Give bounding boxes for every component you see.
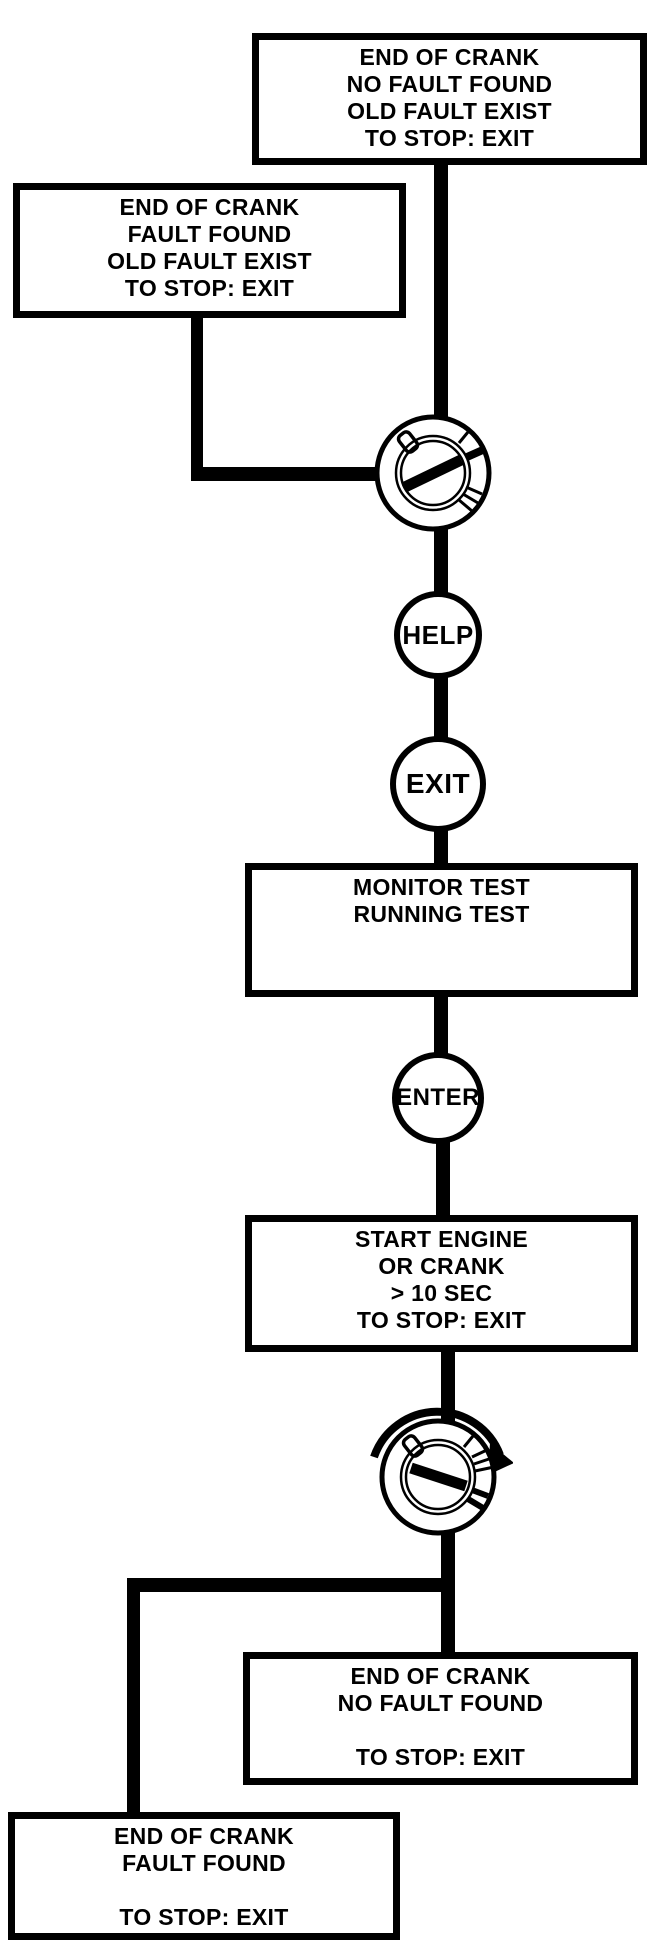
- connector-line: [127, 1578, 455, 1592]
- box-line: TO STOP: EXIT: [356, 1307, 527, 1333]
- box-line: END OF CRANK: [119, 194, 300, 220]
- box-line: TO STOP: EXIT: [124, 275, 295, 301]
- box-line: FAULT FOUND: [122, 1850, 286, 1876]
- flow-box-end-of-crank-fault-old: END OF CRANK FAULT FOUND OLD FAULT EXIST…: [13, 183, 406, 318]
- box-line: NO FAULT FOUND: [337, 1690, 544, 1716]
- box-line: OLD FAULT EXIST: [107, 248, 312, 274]
- box-line: END OF CRANK: [114, 1823, 294, 1849]
- box-line: NO FAULT FOUND: [346, 71, 553, 97]
- exit-label: EXIT: [405, 768, 471, 799]
- connector-line: [434, 672, 448, 740]
- box-line: [15, 1877, 393, 1904]
- flow-box-end-of-crank-fault: END OF CRANK FAULT FOUND TO STOP: EXIT: [8, 1812, 400, 1940]
- lock-position-glyph: [401, 1434, 425, 1458]
- box-line: OR CRANK: [378, 1253, 505, 1279]
- connector-line: [436, 1140, 450, 1220]
- connector-line: [127, 1578, 140, 1816]
- connector-line: [441, 1530, 455, 1658]
- flow-box-end-of-crank-no-fault: END OF CRANK NO FAULT FOUND TO STOP: EXI…: [243, 1652, 638, 1785]
- box-line: OLD FAULT EXIST: [347, 98, 552, 124]
- enter-label: ENTER: [396, 1084, 480, 1111]
- flow-box-end-of-crank-no-fault-old: END OF CRANK NO FAULT FOUND OLD FAULT EX…: [252, 33, 647, 165]
- box-line: END OF CRANK: [359, 44, 540, 70]
- box-line: [252, 928, 631, 955]
- ignition-key-switch-icon: [371, 411, 495, 535]
- key-slot: [402, 455, 464, 492]
- box-line: MONITOR TEST: [353, 874, 530, 900]
- connector-line: [441, 1348, 455, 1424]
- lock-position-glyph: [396, 430, 420, 454]
- connector-line: [434, 828, 448, 868]
- connector-line: [191, 467, 383, 481]
- box-line: [250, 1717, 631, 1744]
- box-line: END OF CRANK: [350, 1663, 531, 1689]
- box-line: TO STOP: EXIT: [355, 1744, 526, 1770]
- flow-box-start-engine: START ENGINE OR CRANK > 10 SEC TO STOP: …: [245, 1215, 638, 1352]
- box-line: > 10 SEC: [390, 1280, 493, 1306]
- box-line: FAULT FOUND: [127, 221, 292, 247]
- box-line: TO STOP: EXIT: [119, 1904, 289, 1930]
- connector-line: [434, 163, 448, 417]
- box-line: RUNNING TEST: [353, 901, 530, 927]
- connector-line: [434, 525, 448, 595]
- connector-line: [191, 316, 203, 481]
- flow-box-monitor-test: MONITOR TEST RUNNING TEST: [245, 863, 638, 997]
- key-slot: [409, 1462, 468, 1492]
- help-button-node: HELP: [394, 591, 482, 679]
- box-line: [252, 955, 631, 982]
- connector-line: [434, 993, 448, 1056]
- enter-button-node: ENTER: [392, 1052, 484, 1144]
- box-line: START ENGINE: [354, 1226, 529, 1252]
- box-line: TO STOP: EXIT: [364, 125, 535, 151]
- ignition-key-turn-icon: [363, 1407, 514, 1547]
- exit-button-node: EXIT: [390, 736, 486, 832]
- help-label: HELP: [402, 619, 474, 650]
